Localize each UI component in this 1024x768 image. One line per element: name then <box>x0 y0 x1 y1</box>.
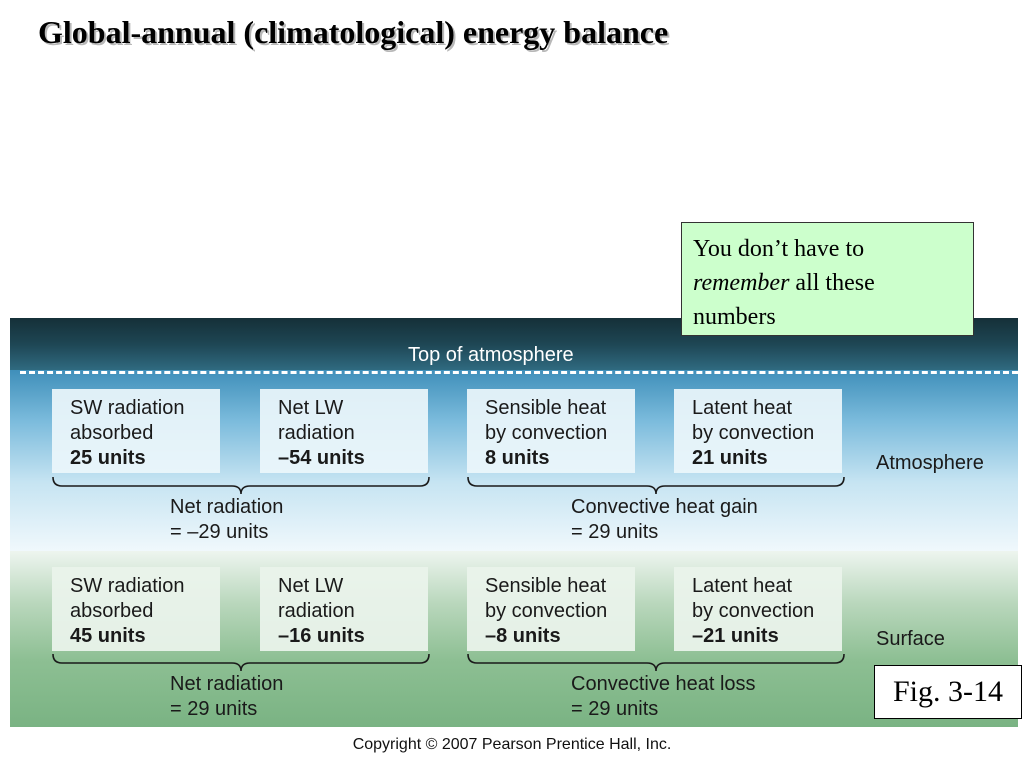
surface-net-radiation-summary: Net radiation = 29 units <box>170 672 283 722</box>
box-label: absorbed <box>70 422 154 444</box>
summary-label: Net radiation <box>170 673 284 695</box>
summary-label: Convective heat loss <box>571 673 756 695</box>
atmosphere-net-lw-box: Net LW radiation –54 units <box>260 389 428 473</box>
box-label: Latent heat <box>692 397 793 419</box>
box-label: Sensible heat <box>485 575 607 597</box>
box-value: 8 units <box>485 447 550 469</box>
box-label: by convection <box>692 422 815 444</box>
surface-net-lw-box: Net LW radiation –16 units <box>260 567 428 651</box>
surface-convective-summary: Convective heat loss = 29 units <box>571 672 756 722</box>
figure-label: Fig. 3-14 <box>874 665 1022 719</box>
reminder-note: You don’t have to remember all these num… <box>681 222 974 336</box>
box-value: –16 units <box>278 625 365 647</box>
box-label: Latent heat <box>692 575 793 597</box>
atmosphere-sensible-heat-box: Sensible heat by convection 8 units <box>467 389 635 473</box>
summary-label: Convective heat gain <box>571 496 758 518</box>
box-value: 45 units <box>70 625 146 647</box>
surface-sw-absorbed-box: SW radiation absorbed 45 units <box>52 567 220 651</box>
box-label: Net LW <box>278 397 344 419</box>
atmosphere-radiation-brace <box>52 476 430 495</box>
box-value: –21 units <box>692 625 779 647</box>
summary-value: = 29 units <box>571 698 659 720</box>
box-label: by convection <box>692 600 815 622</box>
note-line-3: numbers <box>693 304 776 330</box>
top-of-atmosphere-label: Top of atmosphere <box>408 344 574 366</box>
top-of-atmosphere-dashed-line <box>20 371 1018 374</box>
note-line-1: You don’t have to <box>693 236 865 262</box>
box-label: radiation <box>278 600 355 622</box>
atmosphere-sw-absorbed-box: SW radiation absorbed 25 units <box>52 389 220 473</box>
summary-value: = 29 units <box>170 698 258 720</box>
atmosphere-latent-heat-box: Latent heat by convection 21 units <box>674 389 842 473</box>
summary-value: = 29 units <box>571 521 659 543</box>
copyright-notice: Copyright © 2007 Pearson Prentice Hall, … <box>352 736 672 753</box>
atmosphere-convective-summary: Convective heat gain = 29 units <box>571 495 758 545</box>
surface-latent-heat-box: Latent heat by convection –21 units <box>674 567 842 651</box>
box-value: 25 units <box>70 447 146 469</box>
surface-radiation-brace <box>52 653 430 672</box>
surface-sensible-heat-box: Sensible heat by convection –8 units <box>467 567 635 651</box>
summary-value: = –29 units <box>170 521 269 543</box>
atmosphere-net-radiation-summary: Net radiation = –29 units <box>170 495 283 545</box>
box-value: –8 units <box>485 625 561 647</box>
box-value: 21 units <box>692 447 768 469</box>
energy-balance-diagram: Top of atmosphere SW radiation absorbed … <box>10 318 1018 727</box>
box-label: Net LW <box>278 575 344 597</box>
box-label: absorbed <box>70 600 154 622</box>
box-label: SW radiation <box>70 575 185 597</box>
box-value: –54 units <box>278 447 365 469</box>
note-line-2: all these <box>789 270 875 296</box>
atmosphere-convection-brace <box>467 476 845 495</box>
box-label: by convection <box>485 600 608 622</box>
atmosphere-label: Atmosphere <box>876 452 984 474</box>
page-title: Global-annual (climatological) energy ba… <box>38 14 669 50</box>
box-label: Sensible heat <box>485 397 607 419</box>
box-label: SW radiation <box>70 397 185 419</box>
surface-convection-brace <box>467 653 845 672</box>
summary-label: Net radiation <box>170 496 284 518</box>
box-label: radiation <box>278 422 355 444</box>
surface-label: Surface <box>876 628 945 650</box>
box-label: by convection <box>485 422 608 444</box>
note-emphasis: remember <box>693 270 790 296</box>
